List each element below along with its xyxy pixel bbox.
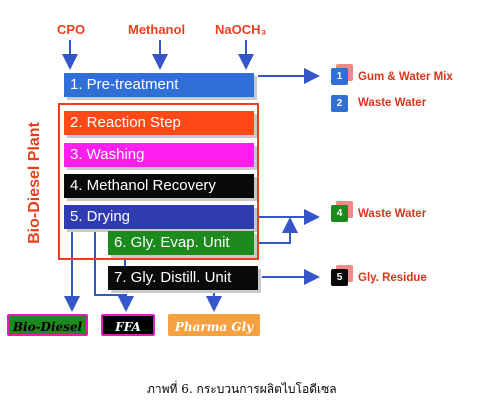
step-gly-distill: 7. Gly. Distill. Unit [108,266,258,290]
output-badge-5: 5 [331,269,348,286]
input-label-naoch3: NaOCH₃ [215,22,267,37]
product-ffa: FFA [101,314,155,336]
bio-diesel-plant-frame [58,103,259,260]
output-badge-1: 1 [331,68,348,85]
arrow-ffa [94,232,134,312]
step-washing: 3. Washing [64,143,254,167]
arrow-gly-evap-up [258,217,298,244]
input-label-cpo: CPO [57,22,86,37]
step-reaction: 2. Reaction Step [64,111,254,135]
step-gly-evap: 6. Gly. Evap. Unit [108,231,254,255]
plant-label: Bio-Diesel Plant [26,122,43,244]
input-label-methanol: Methanol [128,22,186,37]
output-label-5: Gly. Residue [358,272,427,284]
output-badge-4: 4 [331,205,348,222]
product-biodiesel: Bio-Diesel [7,314,88,336]
step-drying: 5. Drying [64,205,254,229]
step-pre-treatment: 1. Pre-treatment [64,73,254,97]
output-label-2: Waste Water [358,97,427,109]
output-badge-2: 2 [331,95,348,112]
output-label-1: Gum & Water Mix [358,71,453,83]
figure-caption: ภาพที่ 6. กระบวนการผลิตไบโอดีเซล [147,382,337,396]
output-label-4: Waste Water [358,208,427,220]
step-methanol-recovery: 4. Methanol Recovery [64,174,254,198]
product-pharma-gly: Pharma Gly [168,314,260,336]
